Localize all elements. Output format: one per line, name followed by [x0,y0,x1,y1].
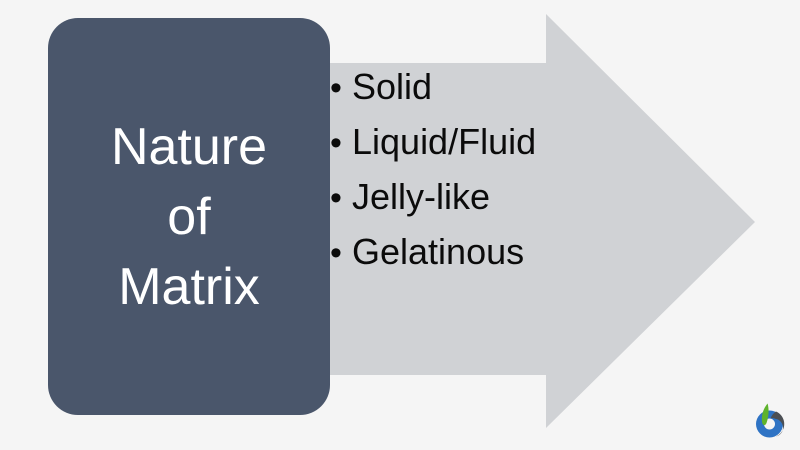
bullet-icon: • [330,234,342,272]
list-item-label: Solid [352,66,433,107]
matrix-nature-list: • Solid • Liquid/Fluid • Jelly-like • Ge… [330,66,630,286]
concept-box: Nature of Matrix [48,18,330,415]
list-item: • Jelly-like [330,176,630,231]
bullet-icon: • [330,69,342,107]
page-title: Nature of Matrix [110,117,268,316]
list-item: • Liquid/Fluid [330,121,630,176]
list-item-label: Gelatinous [352,231,525,272]
brand-logo-icon [756,403,785,438]
list-item-label: Liquid/Fluid [352,121,537,162]
bullet-icon: • [330,179,342,217]
bullet-icon: • [330,124,342,162]
list-item: • Solid [330,66,630,121]
list-item-label: Jelly-like [352,176,491,217]
list-item: • Gelatinous [330,231,630,286]
